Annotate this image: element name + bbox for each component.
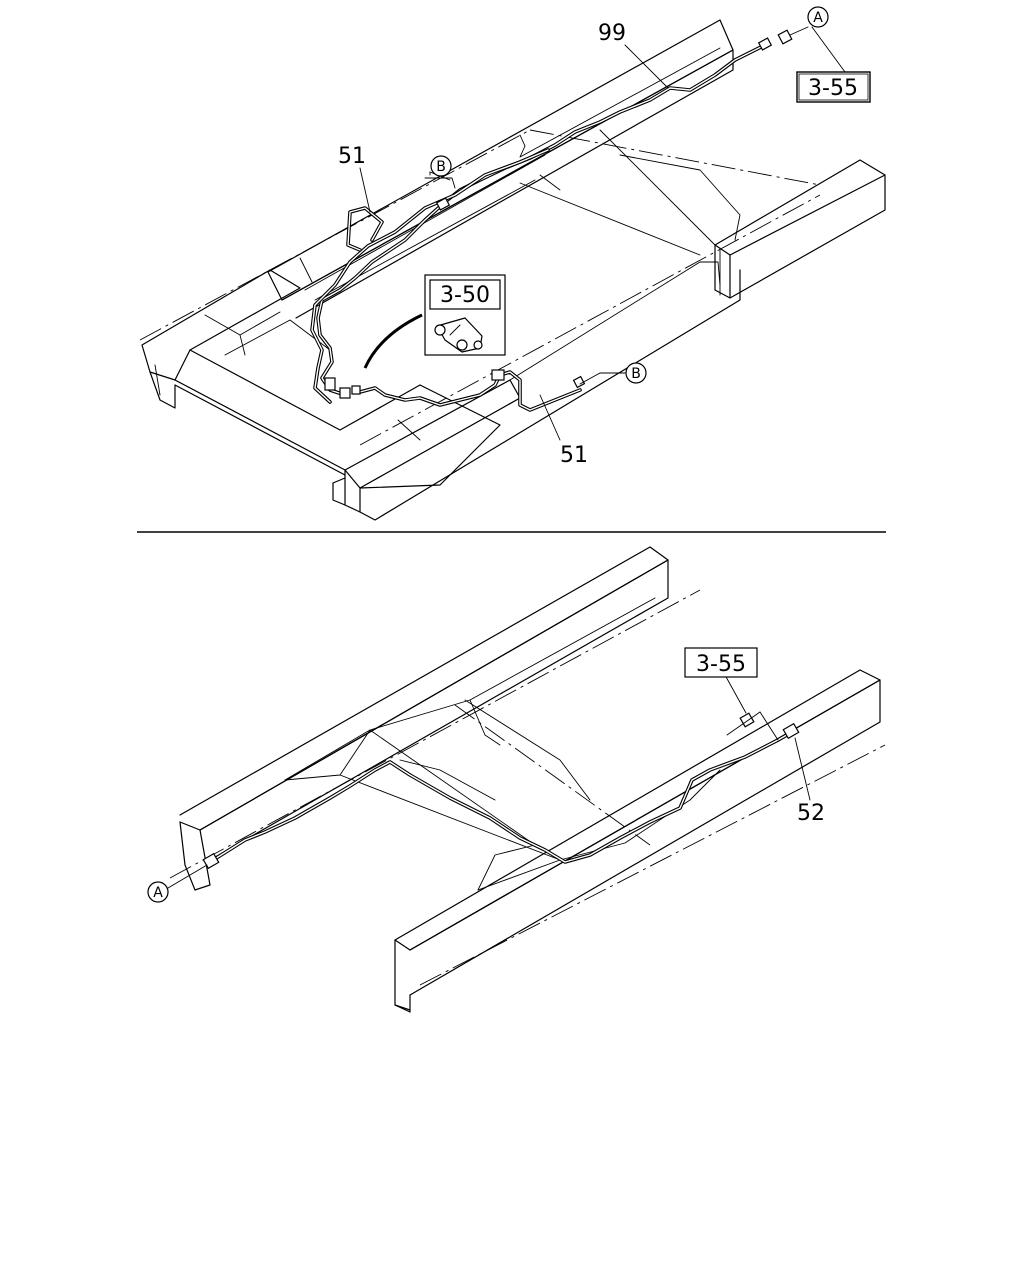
marker-a-bottom: A [147, 881, 169, 903]
marker-b-right: B [625, 362, 647, 384]
near-frame-rail [332, 261, 741, 521]
brake-pipe-top [310, 29, 793, 412]
marker-b-top-text: B [436, 159, 446, 175]
ref-3-55-bottom-text: 3-55 [696, 652, 746, 677]
right-cross-member [599, 129, 886, 299]
marker-a-bottom-text: A [153, 885, 163, 901]
callout-99: 99 [598, 21, 626, 46]
ref-box-3-50: 3-50 [429, 279, 501, 310]
brake-pipe-bottom [202, 712, 800, 870]
bottom-lower-rail [394, 669, 881, 1013]
left-cross-member [141, 269, 421, 476]
marker-a-top-text: A [813, 10, 823, 26]
ref-box-3-55-bottom: 3-55 [684, 647, 758, 678]
ref-box-3-55-top: 3-55 [796, 71, 871, 103]
marker-b-top: B [430, 155, 452, 177]
centre-line-bottom [169, 589, 701, 879]
callout-51-lower: 51 [560, 443, 588, 468]
centre-line-top-2 [529, 129, 821, 186]
leaders-bottom [167, 674, 811, 889]
leaders-top [359, 26, 846, 441]
bottom-view [167, 546, 886, 1013]
centre-line-bottom-3 [419, 744, 886, 986]
top-view [139, 19, 886, 521]
ref-3-50-text: 3-50 [440, 283, 490, 308]
ref-3-55-top-text: 3-55 [808, 76, 858, 101]
marker-b-right-text: B [631, 366, 641, 382]
bottom-cross-member [339, 699, 591, 861]
callout-52: 52 [797, 801, 825, 826]
callout-51-upper: 51 [338, 144, 366, 169]
centre-line-bottom-2 [454, 704, 651, 846]
marker-a-top: A [807, 6, 829, 28]
